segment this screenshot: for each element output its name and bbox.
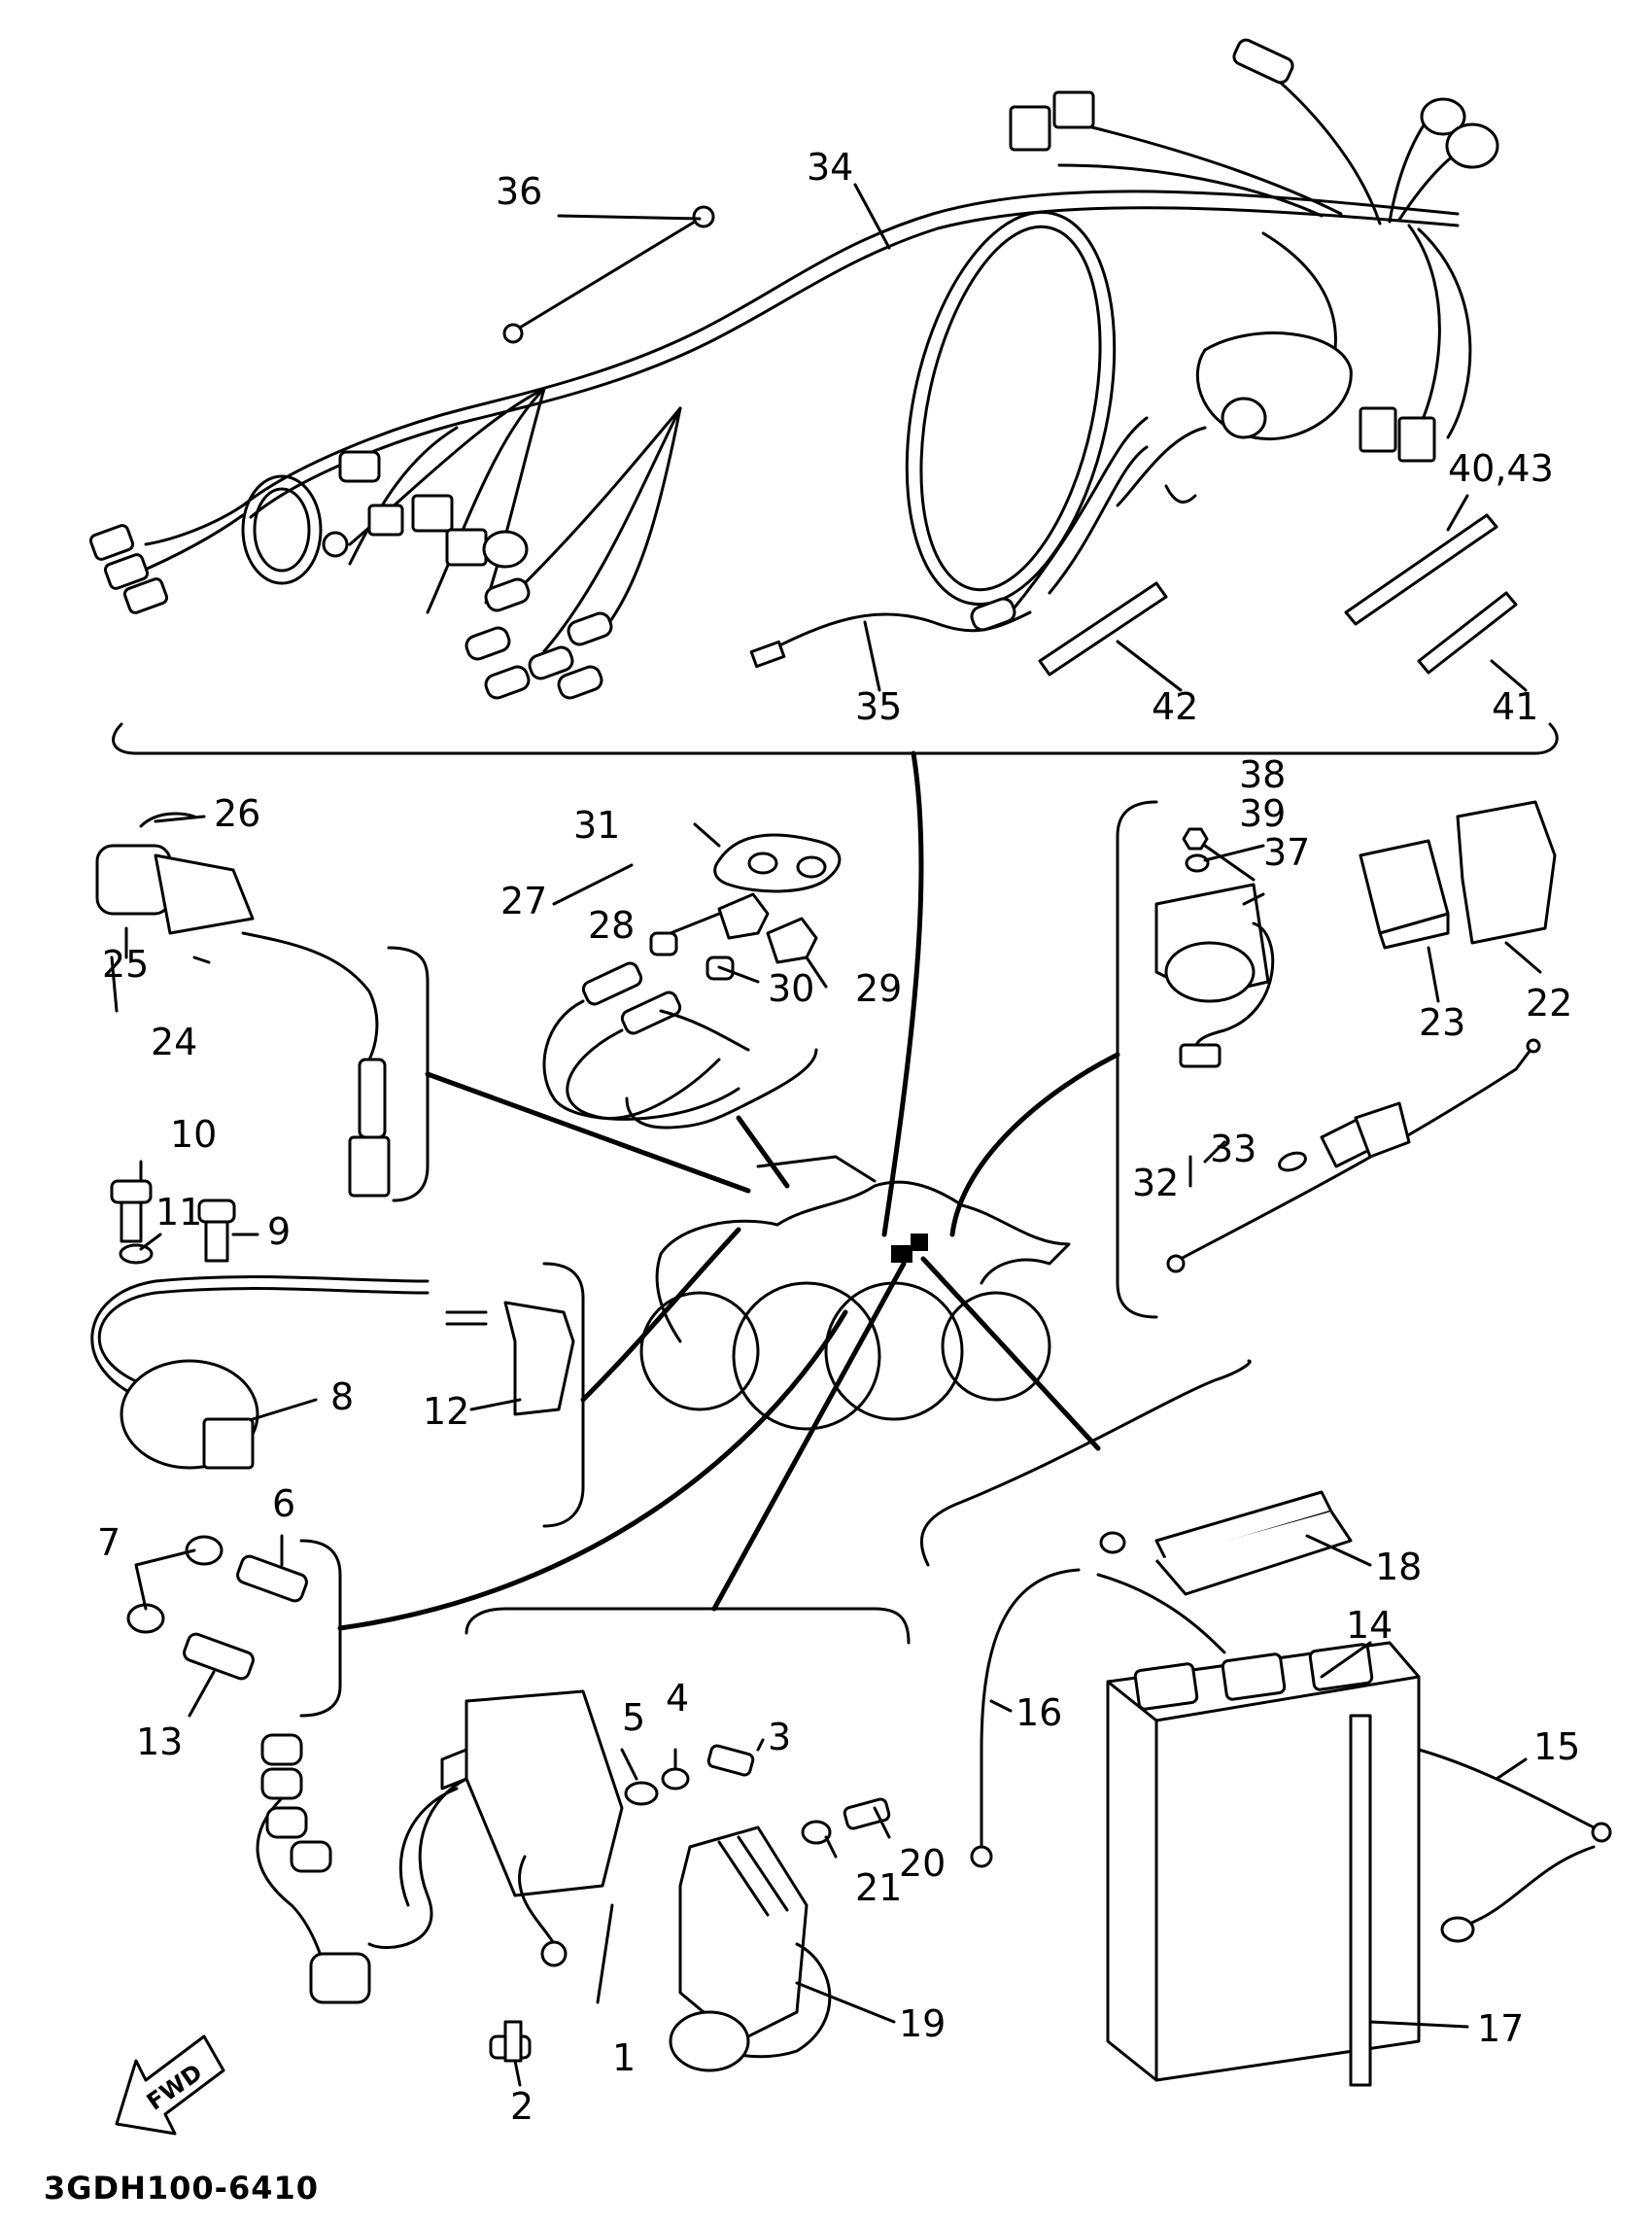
callout-41: 41 <box>1492 685 1538 728</box>
spark-plug-cap-assembly <box>95 812 391 1198</box>
group-bracket <box>625 1048 818 1130</box>
callout-40-43: 40,43 <box>1448 447 1554 490</box>
battery-leads <box>970 1531 1612 2087</box>
callout-7: 7 <box>97 1521 120 1564</box>
ground-lead <box>502 205 715 344</box>
callout-39: 39 <box>1239 792 1286 835</box>
group-bracket <box>919 1359 1252 1567</box>
bolts-9-10-11 <box>110 1179 236 1265</box>
callout-6: 6 <box>272 1482 295 1525</box>
leader-lines <box>337 750 1120 1631</box>
callout-19: 19 <box>899 2002 946 2045</box>
callout-25: 25 <box>102 943 149 986</box>
callout-28: 28 <box>588 904 635 947</box>
cdi-unit <box>256 1689 624 2063</box>
gasket <box>713 833 842 893</box>
callout-17: 17 <box>1477 2007 1524 2050</box>
callout-26: 26 <box>214 792 260 835</box>
callout-3: 3 <box>768 1716 791 1758</box>
callout-4: 4 <box>666 1677 689 1720</box>
callout-16: 16 <box>1015 1691 1062 1734</box>
starter-relay <box>1154 827 1275 1068</box>
callout-10: 10 <box>170 1113 217 1156</box>
callout-1: 1 <box>612 2036 636 2079</box>
callout-36: 36 <box>496 170 542 213</box>
callout-32: 32 <box>1132 1162 1179 1204</box>
callout-29: 29 <box>855 967 902 1010</box>
callout-23: 23 <box>1419 1001 1465 1044</box>
callout-9: 9 <box>267 1210 291 1253</box>
callout-leaders <box>110 183 1542 2087</box>
battery-band <box>1154 1490 1353 1596</box>
callout-13: 13 <box>136 1721 183 1763</box>
group-bracket <box>387 946 430 1202</box>
fasteners <box>624 1744 891 1845</box>
callout-31: 31 <box>573 804 620 847</box>
callout-5: 5 <box>622 1696 645 1739</box>
cable-tie-42 <box>1038 581 1168 677</box>
callout-22: 22 <box>1526 982 1572 1025</box>
callout-8: 8 <box>330 1375 354 1418</box>
callout-30: 30 <box>768 967 814 1010</box>
callout-33: 33 <box>1210 1128 1256 1170</box>
callout-21: 21 <box>855 1866 902 1909</box>
group-bracket <box>542 1262 585 1528</box>
cable-tie-40-43 <box>1344 513 1498 626</box>
battery <box>1106 1641 1421 2082</box>
callout-24: 24 <box>151 1021 197 1063</box>
group-bracket <box>465 1607 911 1645</box>
callout-15: 15 <box>1533 1725 1580 1768</box>
vehicle-outline <box>639 1155 1071 1431</box>
switch-group <box>542 892 818 1121</box>
wire-harness <box>88 38 1499 700</box>
diagram-code: 3GDH100-6410 <box>44 2170 319 2207</box>
group-bracket <box>299 1539 342 1718</box>
callout-11: 11 <box>155 1191 202 1234</box>
callout-42: 42 <box>1152 685 1198 728</box>
callout-37: 37 <box>1263 831 1310 874</box>
cable-tie-41 <box>1417 591 1518 675</box>
group-bracket <box>112 722 1559 755</box>
callout-18: 18 <box>1375 1546 1422 1588</box>
fwd-arrow-icon: FWD <box>115 2034 225 2136</box>
callout-20: 20 <box>899 1842 946 1885</box>
callout-14: 14 <box>1346 1604 1393 1647</box>
callout-12: 12 <box>423 1390 469 1433</box>
cable-32 <box>1166 1038 1541 1273</box>
callout-numbers: 1 2 3 4 5 6 7 8 9 10 11 12 13 14 15 16 1… <box>97 146 1580 2128</box>
callout-2: 2 <box>510 2085 533 2128</box>
relays-22-23 <box>1359 800 1557 950</box>
rectifier-regulator <box>669 1825 832 2072</box>
callout-35: 35 <box>855 685 902 728</box>
callout-27: 27 <box>500 880 547 922</box>
callout-38: 38 <box>1239 753 1286 796</box>
group-bracket <box>1116 800 1158 1319</box>
ignition-coil <box>90 1275 575 1470</box>
callout-34: 34 <box>807 146 853 189</box>
